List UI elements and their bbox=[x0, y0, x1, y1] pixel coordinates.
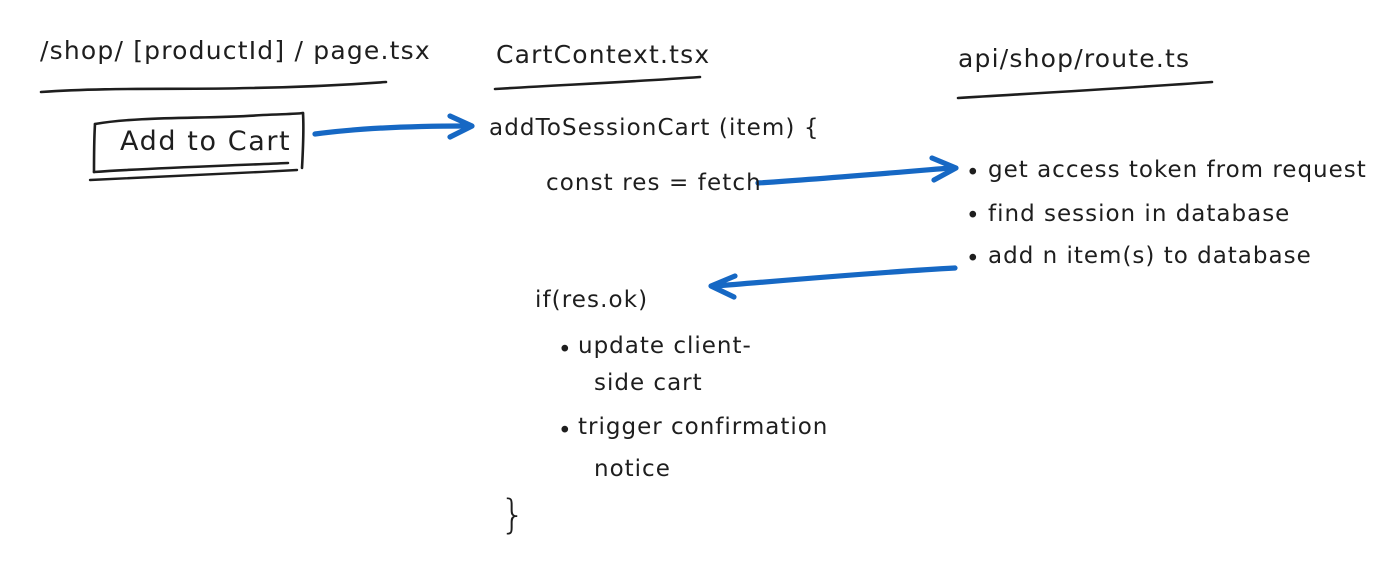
context-bullet-1-marker: • bbox=[558, 337, 573, 363]
arrow-fetch-to-route bbox=[755, 155, 959, 186]
route-bullet-3-text: add n item(s) to database bbox=[988, 243, 1312, 269]
column-header-cartcontext: CartContext.tsx bbox=[496, 40, 711, 69]
closing-brace: } bbox=[500, 492, 526, 538]
header-underline-page bbox=[39, 80, 388, 94]
context-bullet-1-line-2: side cart bbox=[594, 370, 703, 396]
arrow-button-to-function bbox=[312, 113, 475, 140]
route-bullet-2-text: find session in database bbox=[988, 201, 1291, 227]
column-header-route: api/shop/route.ts bbox=[958, 44, 1191, 73]
header-underline-route bbox=[956, 80, 1214, 100]
header-underline-cartcontext bbox=[493, 75, 702, 91]
route-bullet-1-text: get access token from request bbox=[988, 157, 1367, 183]
function-signature: addToSessionCart (item) { bbox=[489, 115, 820, 141]
context-bullet-2-line-2: notice bbox=[594, 456, 671, 482]
context-bullet-2-marker: • bbox=[558, 418, 573, 444]
route-bullet-2-marker: • bbox=[966, 203, 981, 229]
column-header-page: /shop/ [productId] / page.tsx bbox=[40, 36, 431, 65]
if-condition: if(res.ok) bbox=[535, 287, 649, 313]
arrow-route-to-condition bbox=[708, 265, 958, 300]
route-bullet-1-marker: • bbox=[966, 160, 981, 186]
fetch-statement: const res = fetch bbox=[546, 170, 762, 196]
add-to-cart-button-label[interactable]: Add to Cart bbox=[120, 126, 292, 157]
context-bullet-1-line-1: update client- bbox=[578, 333, 752, 359]
context-bullet-2-line-1: trigger confirmation bbox=[578, 414, 829, 440]
route-bullet-3-marker: • bbox=[966, 246, 981, 272]
